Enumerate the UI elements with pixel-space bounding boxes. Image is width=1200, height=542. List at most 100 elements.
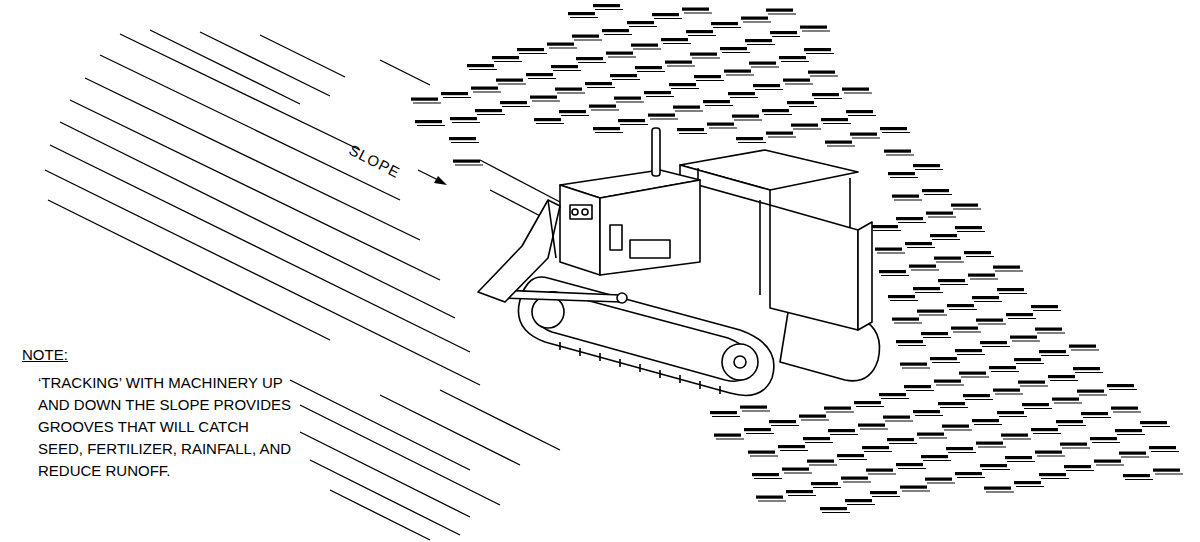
groove-shadow	[802, 31, 830, 32]
slope-line	[330, 490, 430, 540]
groove-dash	[547, 43, 574, 46]
groove-dash	[955, 472, 982, 475]
track-groove	[631, 44, 661, 50]
groove-dash	[909, 265, 936, 268]
track-groove	[748, 451, 778, 457]
groove-dash	[1081, 412, 1108, 415]
groove-dash	[748, 451, 775, 454]
groove-dash	[800, 26, 827, 29]
groove-dash	[862, 446, 889, 449]
track-groove	[648, 114, 678, 120]
groove-dash	[526, 73, 553, 76]
groove-dash	[530, 96, 557, 99]
track-groove	[904, 385, 934, 391]
groove-dash	[736, 137, 763, 140]
slope-line	[45, 170, 480, 385]
groove-dash	[1014, 481, 1041, 484]
groove-shadow	[595, 132, 623, 133]
groove-shadow	[801, 420, 829, 421]
groove-shadow	[890, 177, 918, 178]
track-groove	[850, 133, 880, 139]
groove-shadow	[730, 97, 758, 98]
groove-dash	[938, 279, 965, 282]
groove-shadow	[805, 442, 833, 443]
groove-shadow	[1037, 333, 1065, 334]
groove-shadow	[578, 62, 606, 63]
track-groove	[896, 463, 926, 469]
track-groove	[644, 91, 674, 97]
groove-dash	[825, 141, 852, 144]
groove-shadow	[1066, 470, 1094, 471]
groove-shadow	[768, 14, 796, 15]
track-groove	[1031, 428, 1061, 434]
groove-shadow	[633, 49, 661, 50]
groove-dash	[913, 164, 940, 167]
groove-shadow	[873, 230, 901, 231]
track-groove	[884, 150, 914, 156]
groove-dash	[955, 226, 982, 229]
groove-dash	[1031, 428, 1058, 431]
groove-dash	[972, 419, 999, 422]
groove-dash	[879, 270, 906, 273]
track-groove	[690, 53, 720, 59]
track-groove	[1052, 398, 1082, 404]
track-groove	[707, 123, 737, 129]
track-groove	[892, 195, 922, 201]
slope-line	[50, 145, 470, 352]
groove-shadow	[953, 209, 981, 210]
track-groove	[964, 251, 994, 257]
groove-shadow	[1113, 412, 1141, 413]
groove-shadow	[788, 495, 816, 496]
track-groove	[572, 35, 602, 41]
track-groove	[415, 120, 445, 126]
groove-dash	[703, 100, 730, 103]
groove-shadow	[502, 106, 530, 107]
track-groove	[972, 419, 1002, 425]
groove-dash	[740, 406, 767, 409]
groove-shadow	[646, 96, 674, 97]
track-groove	[1119, 452, 1149, 458]
groove-dash	[749, 62, 776, 65]
track-groove	[862, 446, 892, 452]
track-groove	[845, 499, 875, 505]
track-groove	[858, 424, 888, 430]
track-groove	[900, 486, 930, 492]
track-groove	[993, 389, 1023, 395]
groove-dash	[875, 248, 902, 251]
track-groove	[534, 118, 564, 124]
groove-dash	[1140, 421, 1167, 424]
track-groove	[1111, 407, 1141, 413]
groove-dash	[677, 128, 704, 131]
groove-dash	[997, 411, 1024, 414]
track-groove	[585, 82, 615, 88]
groove-shadow	[826, 412, 854, 413]
track-groove	[449, 137, 479, 143]
groove-dash	[652, 13, 679, 16]
groove-dash	[1022, 403, 1049, 406]
track-groove	[828, 429, 858, 435]
groove-dash	[892, 318, 919, 321]
groove-dash	[900, 363, 927, 366]
track-groove	[467, 64, 497, 70]
groove-dash	[930, 234, 957, 237]
groove-shadow	[443, 97, 471, 98]
track-groove	[811, 482, 841, 488]
groove-shadow	[494, 61, 522, 62]
groove-dash	[811, 482, 838, 485]
groove-dash	[1035, 451, 1062, 454]
groove-dash	[686, 30, 713, 33]
groove-shadow	[696, 80, 724, 81]
track-groove	[745, 39, 775, 45]
groove-shadow	[978, 324, 1006, 325]
groove-shadow	[830, 434, 858, 435]
groove-dash	[964, 251, 991, 254]
groove-dash	[997, 288, 1024, 291]
groove-dash	[942, 425, 969, 428]
groove-dash	[694, 75, 721, 78]
groove-dash	[673, 106, 700, 109]
groove-dash	[572, 35, 599, 38]
groove-shadow	[949, 309, 977, 310]
groove-dash	[593, 4, 620, 7]
groove-shadow	[519, 53, 547, 54]
track-groove	[1090, 437, 1120, 443]
